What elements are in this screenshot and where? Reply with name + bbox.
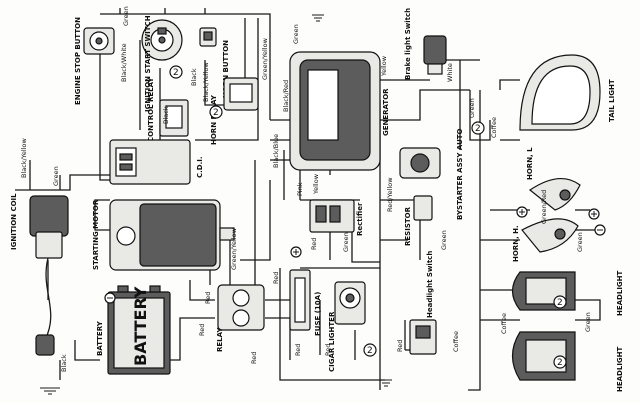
- fuse-10a: [289, 269, 311, 331]
- terminal-number: 2: [557, 358, 563, 368]
- ignition-start-switch: [141, 19, 183, 61]
- wire-label: Black/White: [120, 43, 128, 82]
- wire-label: Red: [198, 324, 206, 336]
- wire-label: Red: [294, 344, 302, 356]
- starting-motor-label: STARTING MOTOR: [92, 199, 100, 270]
- headlight-switch: [409, 319, 437, 355]
- polarity-symbols: [104, 206, 606, 304]
- rectifier: [309, 199, 355, 233]
- engine-stop-button: [83, 27, 115, 55]
- wire-label: Green: [342, 232, 350, 252]
- wire-label: Black: [162, 106, 170, 124]
- wire-label: Red: [310, 238, 318, 250]
- tail-light-label: TAIL LIGHT: [608, 79, 616, 122]
- wire-label: Black/Red: [282, 80, 290, 112]
- starter-relay: [217, 284, 265, 331]
- wire-label: Black/Blue: [272, 134, 280, 168]
- ignition-start-switch-label: IGNITION START SWITCH: [144, 15, 152, 112]
- horn-l-label: HORN, L: [526, 147, 534, 180]
- horn-button-label: HORN BUTTON: [222, 40, 230, 98]
- wire-label: Black/Yellow: [202, 62, 210, 102]
- cigar-lighter: [334, 281, 366, 325]
- headlight-upper-label: HEADLIGHT: [616, 270, 624, 316]
- terminal-markers: 2 2 2 2 2 2: [169, 65, 567, 369]
- wire-label: Black/Yellow: [20, 138, 28, 178]
- horn-relay: [223, 77, 259, 111]
- fuse-label: FUSE (10A): [314, 292, 322, 336]
- brake-light-switch-label: Brake light Switch: [404, 8, 412, 80]
- wire-label: Green: [468, 98, 476, 118]
- horn-button: [199, 27, 217, 47]
- horn-relay-label: HORN RELAY: [210, 94, 218, 145]
- ignition-coil-label: IGNITION COIL: [10, 193, 18, 250]
- wire-label: Green: [52, 166, 60, 186]
- cdi-label: C.D.I.: [196, 156, 204, 178]
- horn-h-label: HORN, H.: [512, 225, 520, 262]
- control-relay: [159, 99, 189, 137]
- terminal-number: 2: [173, 68, 179, 78]
- resistor: [413, 195, 433, 221]
- wire-color-labels: Green Black/White Black Black/Yellow Gre…: [20, 6, 592, 372]
- wire-label: Red: [272, 272, 280, 284]
- horn-h: [521, 218, 579, 253]
- wire-label: Yellow: [380, 55, 388, 77]
- headlight-lower: [511, 331, 576, 381]
- terminal-number: 2: [557, 298, 563, 308]
- cigar-lighter-label: CIGAR LIGHTER: [328, 311, 336, 372]
- wire-label: Green: [584, 312, 592, 332]
- headlight-lower-label: HEADLIGHT: [616, 346, 624, 392]
- terminal-number: 2: [367, 346, 373, 356]
- wire-label: Red: [204, 292, 212, 304]
- ignition-coil: [29, 195, 69, 356]
- wire-label: Pink: [296, 182, 304, 196]
- horn-l: [528, 178, 581, 211]
- wire-label: Coffee: [500, 313, 508, 334]
- wire-label: Green: [576, 232, 584, 252]
- wire-label: Green/Red: [540, 190, 548, 224]
- generator: [289, 51, 381, 171]
- wire-label: Red: [324, 344, 332, 356]
- bystarter-label: BYSTARTER ASSY AUTO: [456, 128, 464, 220]
- rectifier-label: Rectifier: [356, 202, 364, 236]
- wire-label: Black: [60, 354, 68, 372]
- wire-label: Red/Yellow: [386, 177, 394, 212]
- wire-label: White: [446, 63, 454, 82]
- wire-label: Red: [250, 352, 258, 364]
- brake-light-switch: [423, 35, 447, 75]
- tail-light: [519, 54, 601, 131]
- wire-label: Green: [440, 230, 448, 250]
- battery: [107, 285, 171, 375]
- wire-label: Green/Yellow: [230, 227, 238, 270]
- wire-label: Black: [190, 68, 198, 86]
- terminal-number: 2: [213, 108, 219, 118]
- battery-label: BATTERY: [96, 320, 104, 356]
- wire-label: Coffee: [490, 117, 498, 138]
- bystarter-assy: [399, 147, 441, 179]
- battery-face-text: BATTERY: [131, 286, 150, 366]
- wire-label: Green/Yellow: [261, 37, 269, 80]
- terminal-number: 2: [475, 124, 481, 134]
- starting-motor: [109, 199, 235, 271]
- wire-label: Green: [292, 24, 300, 44]
- wire-label: Green: [122, 6, 130, 26]
- headlight-switch-label: Headlight Switch: [426, 251, 434, 318]
- wire-label: Coffee: [452, 331, 460, 352]
- wire-label: Yellow: [312, 173, 320, 195]
- control-relay-label: CONTROL RELAY: [147, 77, 155, 142]
- cdi-unit: [109, 139, 191, 185]
- relay-label: RELAY: [216, 327, 224, 352]
- wire-label: Red: [396, 340, 404, 352]
- resistor-label: RESISTOR: [404, 206, 412, 246]
- ground-symbols: [40, 14, 392, 395]
- generator-label: GENERATOR: [382, 88, 390, 136]
- engine-stop-button-label: ENGINE STOP BUTTON: [74, 17, 82, 105]
